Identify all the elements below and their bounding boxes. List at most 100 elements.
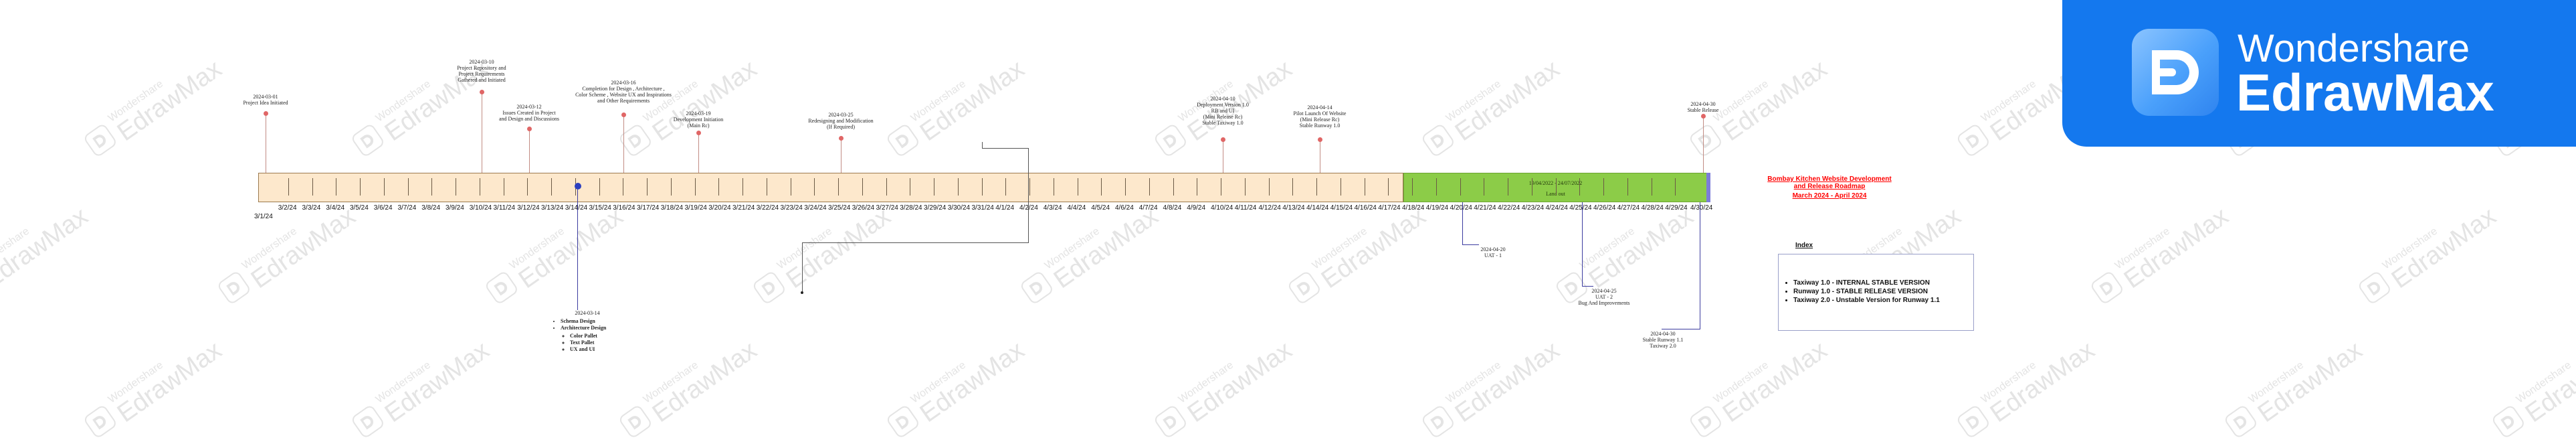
timeline-tick-label: 3/23/24 — [780, 204, 803, 212]
timeline-tick-label: 4/13/24 — [1282, 204, 1305, 212]
watermark-small-text: Wondershare — [908, 359, 968, 406]
timeline-tick — [1579, 178, 1581, 196]
timeline-tick — [1029, 178, 1030, 196]
milestone-marker[interactable] — [527, 127, 532, 131]
watermark-logo-icon — [1153, 123, 1189, 159]
connector-segment — [982, 148, 1028, 149]
milestone-date: 2024-04-25 — [1591, 288, 1617, 294]
timeline-tick-label: 4/15/24 — [1330, 204, 1353, 212]
timeline-tick — [360, 178, 361, 196]
today-details: 2024-03-14 Schema Design Architecture De… — [547, 310, 627, 353]
milestone-text: Redesigning and Modification (If Require… — [808, 118, 874, 130]
index-item: Runway 1.0 - STABLE RELEASE VERSION — [1793, 287, 1973, 296]
watermark-big-text: EdrawMax — [2252, 335, 2368, 429]
milestone-date: 2024-03-19 — [686, 110, 711, 117]
milestone-date: 2024-04-20 — [1480, 246, 1506, 252]
timeline-tick — [862, 178, 863, 196]
index-item: Taxiway 1.0 - INTERNAL STABLE VERSION — [1793, 279, 1973, 287]
timeline-tick — [288, 178, 289, 196]
milestone-marker[interactable] — [1318, 137, 1322, 142]
watermark-small-text: Wondershare — [1444, 359, 1503, 406]
timeline-tick — [407, 178, 409, 196]
watermark-big-text: EdrawMax — [647, 335, 763, 429]
timeline-tick — [694, 178, 696, 196]
watermark-logo-icon — [2223, 404, 2259, 440]
milestone-text: Stable Runway 1.1 Taxiway 2.0 — [1642, 337, 1684, 349]
timeline-tick-label: 4/26/24 — [1593, 204, 1616, 212]
milestone-marker[interactable] — [264, 111, 268, 116]
watermark-small-text: Wondershare — [1711, 359, 1771, 406]
timeline-tick-label: 4/8/24 — [1163, 204, 1182, 212]
timeline-tick — [1005, 178, 1007, 196]
milestone-marker[interactable] — [1221, 137, 1225, 142]
timeline-tick — [1268, 178, 1270, 196]
timeline-tick — [312, 178, 313, 196]
timeline-tick — [1244, 178, 1246, 196]
connector-endpoint — [801, 291, 803, 294]
timeline-tick-label: 3/11/24 — [493, 204, 516, 212]
index-list: Taxiway 1.0 - INTERNAL STABLE VERSION Ru… — [1779, 279, 1973, 305]
timeline-tick — [431, 178, 433, 196]
timeline-tick — [1555, 178, 1557, 196]
milestone-marker[interactable] — [839, 136, 844, 141]
today-subitem: Color Pallet — [570, 333, 627, 340]
timeline-tick — [838, 178, 839, 196]
watermark-big-text: EdrawMax — [2520, 335, 2576, 429]
watermark-big-text: EdrawMax — [1985, 335, 2100, 429]
timeline-tick-label: 4/5/24 — [1091, 204, 1110, 212]
timeline-tick — [1435, 178, 1437, 196]
timeline-tick — [814, 178, 815, 196]
timeline-tick-label: 3/29/24 — [924, 204, 947, 212]
timeline-tick-label: 4/23/24 — [1521, 204, 1545, 212]
timeline-bar[interactable] — [258, 173, 1403, 202]
today-date: 2024-03-14 — [575, 310, 600, 316]
watermark-small-text: Wondershare — [1176, 78, 1235, 125]
watermark-big-text: EdrawMax — [914, 335, 1030, 429]
today-marker[interactable] — [575, 183, 581, 190]
brand-company-name: Wondershare — [2238, 27, 2470, 70]
timeline-tick — [1173, 178, 1174, 196]
timeline-tick-label: 3/31/24 — [971, 204, 994, 212]
timeline-tick-label: 3/17/24 — [637, 204, 660, 212]
milestone-marker[interactable] — [696, 131, 701, 135]
milestone-marker[interactable] — [480, 90, 484, 94]
timeline-tick-label: 3/19/24 — [684, 204, 707, 212]
watermark-logo-icon — [1420, 123, 1456, 159]
milestone-marker[interactable] — [1701, 114, 1706, 119]
timeline-tick-label: 4/27/24 — [1617, 204, 1640, 212]
page-subtitle: March 2024 - April 2024 — [1792, 192, 1867, 200]
watermark-big-text: EdrawMax — [914, 54, 1030, 147]
timeline-tick-label: 4/1/24 — [995, 204, 1015, 212]
watermark-small-text: Wondershare — [2514, 359, 2573, 406]
page-title: Bombay Kitchen Website Development and R… — [1767, 175, 1892, 190]
timeline-tick-label: 4/24/24 — [1545, 204, 1568, 212]
timeline-tick — [383, 178, 385, 196]
milestone-marker[interactable] — [621, 113, 626, 117]
today-item: Architecture Design Color Pallet Text Pa… — [561, 325, 627, 353]
watermark-small-text: Wondershare — [0, 225, 31, 272]
brand-banner: Wondershare EdrawMax — [2062, 0, 2576, 147]
watermark-big-text: EdrawMax — [1450, 335, 1565, 429]
milestone-date: 2024-04-14 — [1307, 104, 1332, 110]
timeline-tick — [527, 178, 528, 196]
timeline-tick-label: 4/12/24 — [1258, 204, 1281, 212]
watermark-logo-icon — [1286, 270, 1322, 306]
edrawmax-logo-icon — [2132, 29, 2219, 116]
timeline-tick-label: 4/7/24 — [1138, 204, 1158, 212]
milestone-line — [698, 133, 699, 173]
timeline-start-label: 3/1/24 — [254, 213, 273, 220]
timeline-tick — [1460, 178, 1461, 196]
timeline-end-label: 4/30/24 — [1690, 204, 1713, 212]
timeline-tick-label: 3/27/24 — [876, 204, 898, 212]
timeline-tick-label: 3/10/24 — [469, 204, 492, 212]
connector-segment — [802, 242, 803, 292]
